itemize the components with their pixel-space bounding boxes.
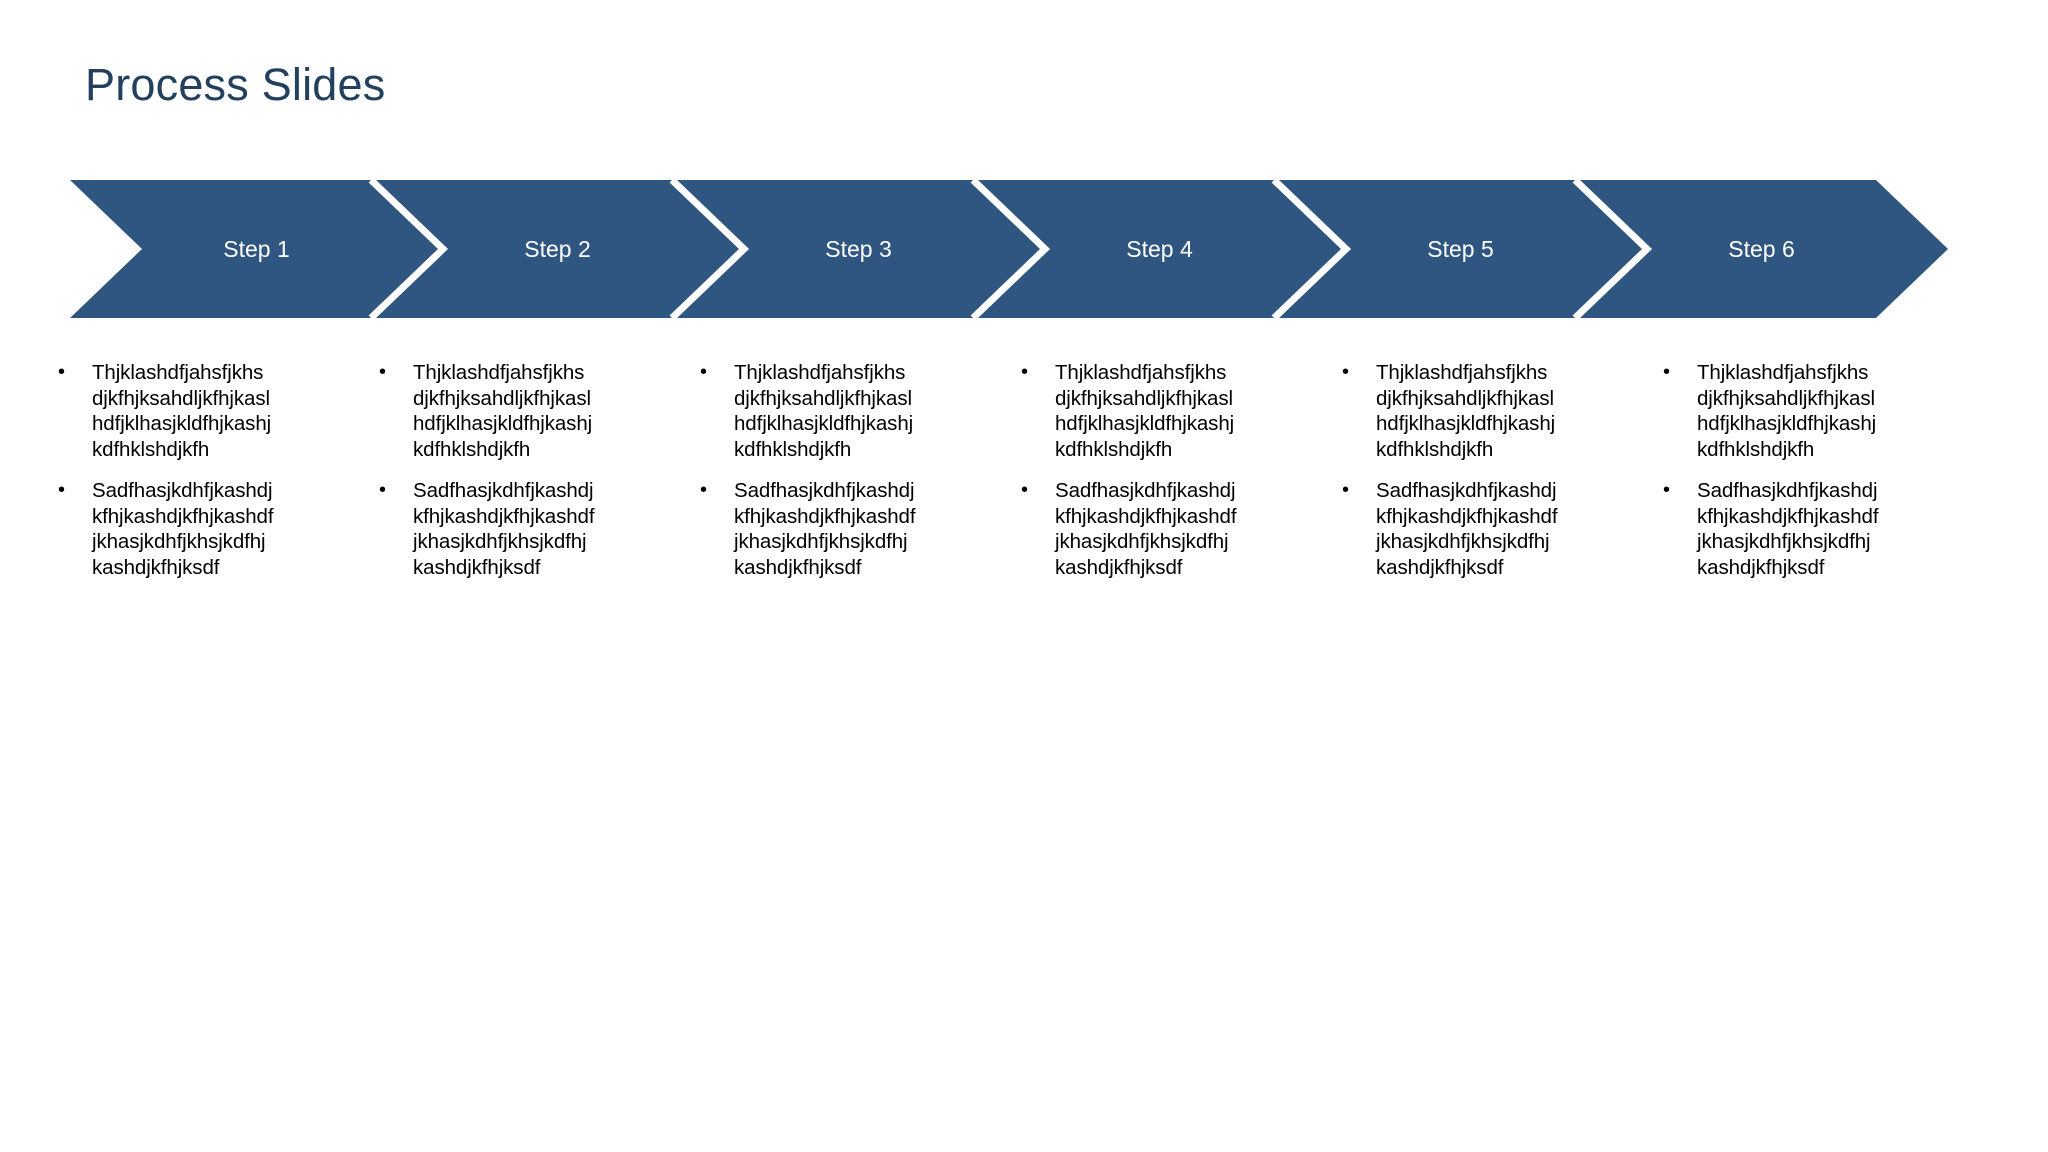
bullet-column-4: Thjklashdfjahsfjkhs djkfhjksahdljkfhjkas… — [1021, 360, 1313, 596]
bullet-text: Sadfhasjkdhfjkashdj kfhjkashdjkfhjkashdf… — [734, 479, 916, 579]
chevron-separator — [1572, 180, 1653, 318]
list-item: Thjklashdfjahsfjkhs djkfhjksahdljkfhjkas… — [1021, 360, 1313, 462]
bullet-dot-icon — [58, 478, 92, 495]
bullet-text: Sadfhasjkdhfjkashdj kfhjkashdjkfhjkashdf… — [1376, 479, 1558, 579]
bullet-dot-icon — [1663, 360, 1697, 377]
list-item: Sadfhasjkdhfjkashdj kfhjkashdjkfhjkashdf… — [1342, 478, 1634, 580]
chevron-separator — [368, 180, 449, 318]
list-item: Sadfhasjkdhfjkashdj kfhjkashdjkfhjkashdf… — [58, 478, 350, 580]
list-item: Thjklashdfjahsfjkhs djkfhjksahdljkfhjkas… — [379, 360, 671, 462]
bullet-text: Sadfhasjkdhfjkashdj kfhjkashdjkfhjkashdf… — [1055, 479, 1237, 579]
chevron-band-shape — [70, 180, 1948, 318]
bullet-text: Sadfhasjkdhfjkashdj kfhjkashdjkfhjkashdf… — [413, 479, 595, 579]
list-item: Sadfhasjkdhfjkashdj kfhjkashdjkfhjkashdf… — [1021, 478, 1313, 580]
bullet-dot-icon — [700, 478, 734, 495]
bullet-column-5: Thjklashdfjahsfjkhs djkfhjksahdljkfhjkas… — [1342, 360, 1634, 596]
bullet-dot-icon — [379, 478, 413, 495]
bullet-text: Thjklashdfjahsfjkhs djkfhjksahdljkfhjkas… — [413, 361, 593, 461]
list-item: Sadfhasjkdhfjkashdj kfhjkashdjkfhjkashdf… — [379, 478, 671, 580]
bullet-dot-icon — [1021, 360, 1055, 377]
bullet-text: Sadfhasjkdhfjkashdj kfhjkashdjkfhjkashdf… — [1697, 479, 1879, 579]
bullet-dot-icon — [1342, 478, 1376, 495]
bullet-text: Thjklashdfjahsfjkhs djkfhjksahdljkfhjkas… — [734, 361, 914, 461]
bullet-dot-icon — [1021, 478, 1055, 495]
chevron-separator — [669, 180, 750, 318]
bullet-text: Thjklashdfjahsfjkhs djkfhjksahdljkfhjkas… — [92, 361, 272, 461]
list-item: Thjklashdfjahsfjkhs djkfhjksahdljkfhjkas… — [700, 360, 992, 462]
bullet-column-3: Thjklashdfjahsfjkhs djkfhjksahdljkfhjkas… — [700, 360, 992, 596]
bullet-column-1: Thjklashdfjahsfjkhs djkfhjksahdljkfhjkas… — [58, 360, 350, 596]
bullet-dot-icon — [58, 360, 92, 377]
list-item: Thjklashdfjahsfjkhs djkfhjksahdljkfhjkas… — [1342, 360, 1634, 462]
process-chevron-svg — [70, 180, 1948, 318]
bullet-dot-icon — [1342, 360, 1376, 377]
bullet-text: Thjklashdfjahsfjkhs djkfhjksahdljkfhjkas… — [1055, 361, 1235, 461]
list-item: Thjklashdfjahsfjkhs djkfhjksahdljkfhjkas… — [1663, 360, 1955, 462]
list-item: Thjklashdfjahsfjkhs djkfhjksahdljkfhjkas… — [58, 360, 350, 462]
bullet-column-2: Thjklashdfjahsfjkhs djkfhjksahdljkfhjkas… — [379, 360, 671, 596]
bullet-columns: Thjklashdfjahsfjkhs djkfhjksahdljkfhjkas… — [58, 360, 1978, 620]
bullet-text: Thjklashdfjahsfjkhs djkfhjksahdljkfhjkas… — [1376, 361, 1556, 461]
bullet-dot-icon — [379, 360, 413, 377]
bullet-dot-icon — [700, 360, 734, 377]
bullet-column-6: Thjklashdfjahsfjkhs djkfhjksahdljkfhjkas… — [1663, 360, 1955, 596]
bullet-text: Sadfhasjkdhfjkashdj kfhjkashdjkfhjkashdf… — [92, 479, 274, 579]
chevron-separator — [970, 180, 1051, 318]
list-item: Sadfhasjkdhfjkashdj kfhjkashdjkfhjkashdf… — [1663, 478, 1955, 580]
list-item: Sadfhasjkdhfjkashdj kfhjkashdjkfhjkashdf… — [700, 478, 992, 580]
chevron-separator — [1271, 180, 1352, 318]
process-chevron-band — [70, 180, 1948, 318]
bullet-text: Thjklashdfjahsfjkhs djkfhjksahdljkfhjkas… — [1697, 361, 1877, 461]
bullet-dot-icon — [1663, 478, 1697, 495]
page-title: Process Slides — [85, 59, 386, 110]
